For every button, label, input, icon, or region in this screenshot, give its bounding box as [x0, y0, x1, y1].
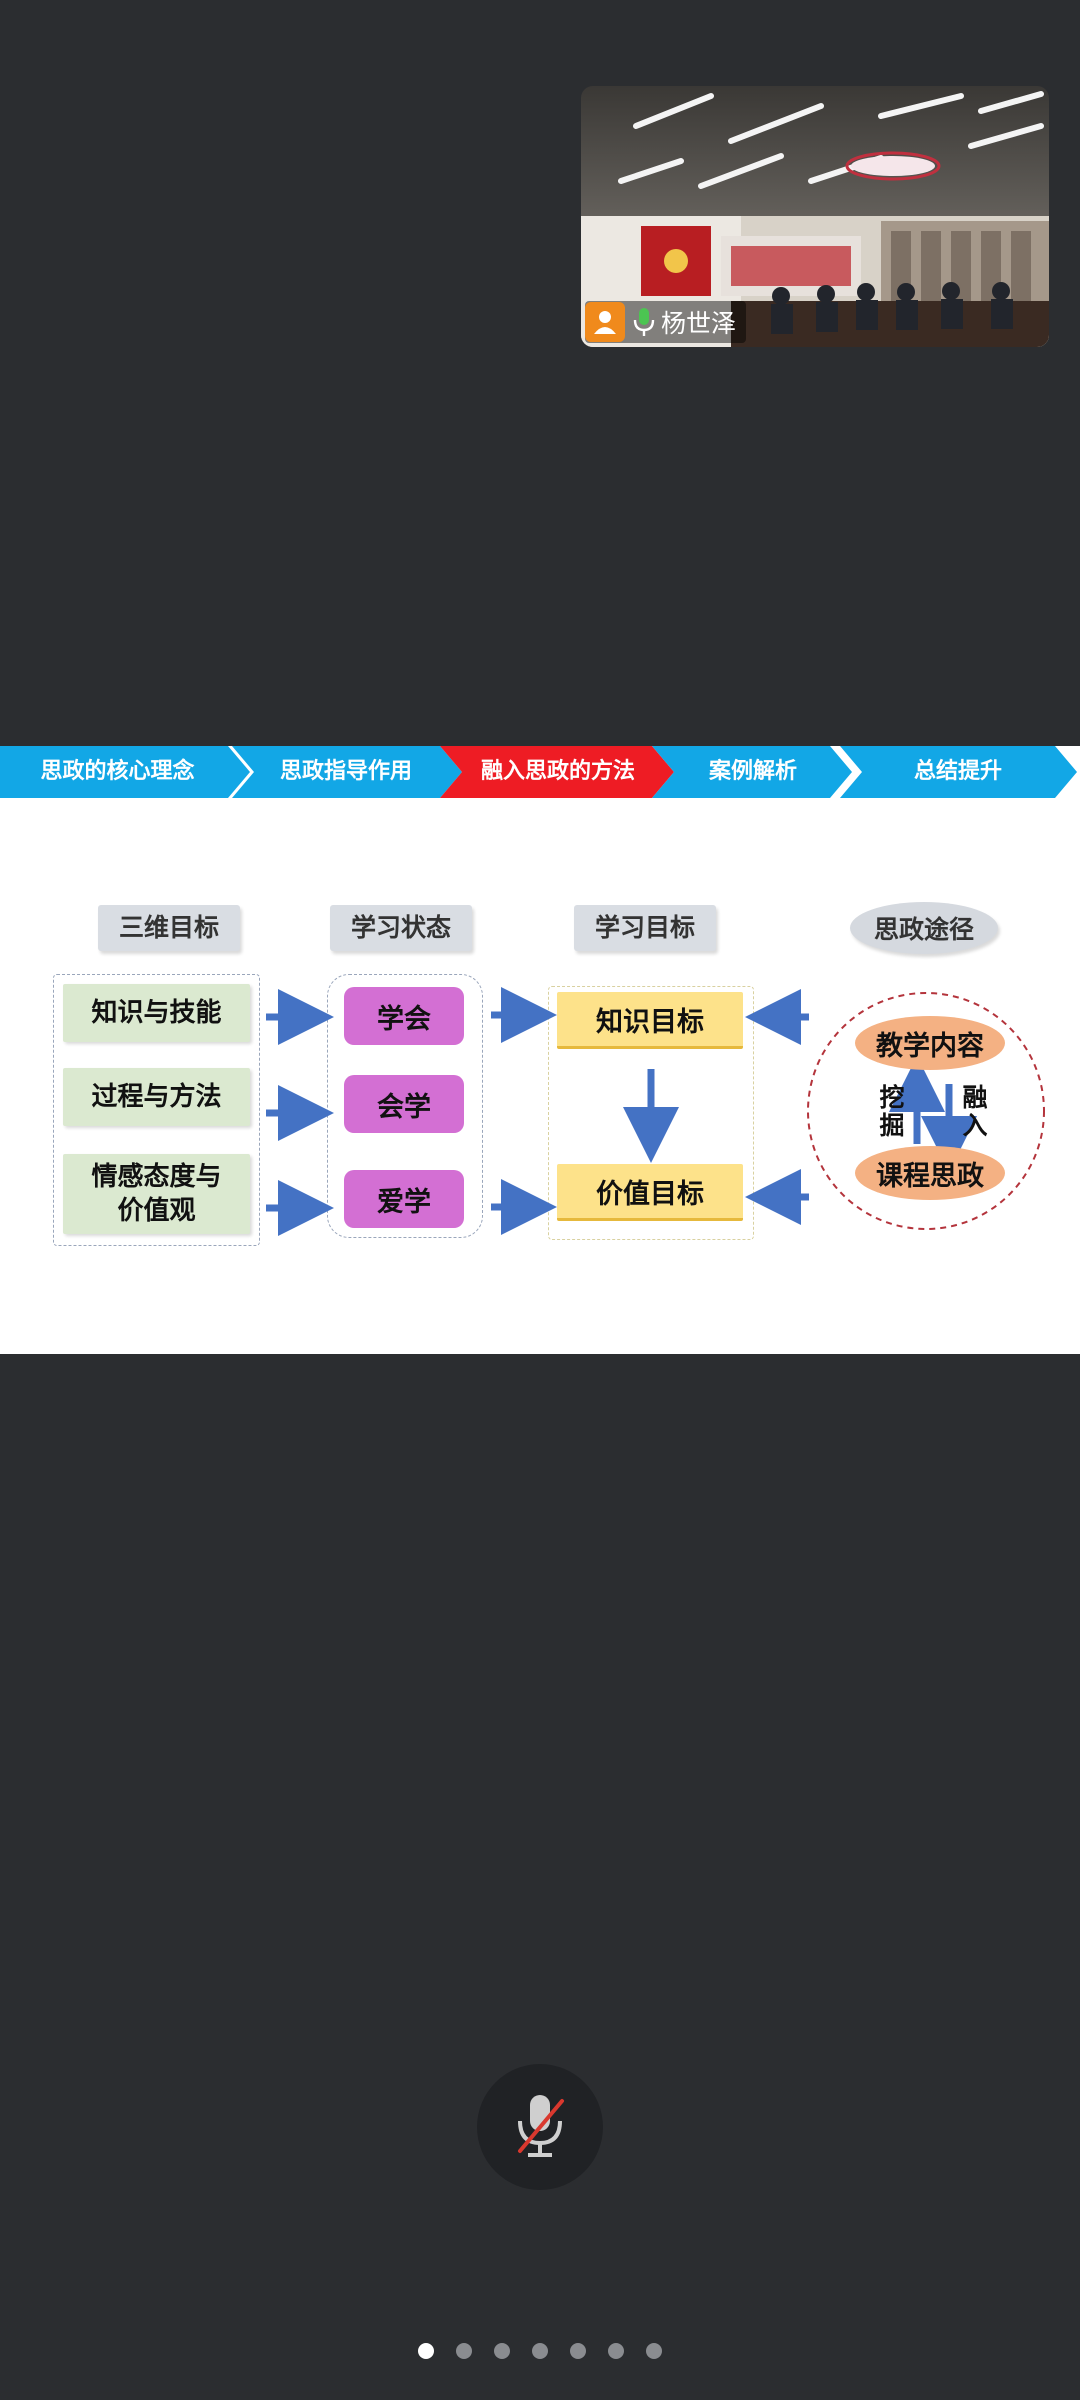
state-able-to-learn: 会学	[344, 1075, 464, 1133]
goal-emotion-values: 情感态度与价值观	[63, 1154, 250, 1234]
header-study-goal: 学习目标	[574, 905, 716, 951]
tab-core-concept: 思政的核心理念	[40, 759, 195, 784]
page-dot-2[interactable]	[456, 2343, 472, 2359]
tab-guiding-role: 思政指导作用	[279, 759, 412, 784]
goal-knowledge-skills: 知识与技能	[63, 984, 250, 1042]
label-integrate: 融入	[962, 1083, 988, 1140]
tab-case-analysis: 案例解析	[708, 759, 797, 784]
page-dot-7[interactable]	[646, 2343, 662, 2359]
tab-arrow-4	[652, 746, 852, 798]
tab-arrow-5	[840, 746, 1077, 798]
page-dot-1[interactable]	[418, 2343, 434, 2359]
participant-name-tag: 杨世泽	[585, 301, 747, 343]
mute-mic-button[interactable]	[477, 2064, 603, 2190]
goal-knowledge: 知识目标	[557, 992, 743, 1049]
path-teaching-content: 教学内容	[855, 1016, 1005, 1070]
participant-name: 杨世泽	[661, 309, 737, 338]
goal-process-method: 过程与方法	[63, 1068, 250, 1126]
three-dim-group	[53, 974, 260, 1246]
participant-video-tile[interactable]: 杨世泽	[581, 86, 1049, 347]
mic-muted-icon	[518, 2095, 564, 2157]
page-dot-3[interactable]	[494, 2343, 510, 2359]
path-course-ideology: 课程思政	[855, 1146, 1005, 1200]
tab-arrow-1	[0, 746, 250, 798]
goal-value: 价值目标	[557, 1164, 743, 1221]
shared-slide: 思政的核心理念 思政指导作用 融入思政的方法 案例解析 总结提升 三维目标 学习…	[0, 746, 1080, 1354]
study-goal-group	[548, 986, 754, 1240]
header-ideological-path: 思政途径	[850, 902, 998, 954]
page-dot-5[interactable]	[570, 2343, 586, 2359]
tab-arrow-3	[440, 746, 674, 798]
header-three-dim-goals: 三维目标	[98, 905, 240, 951]
state-learned: 学会	[344, 987, 464, 1045]
header-study-state: 学习状态	[330, 905, 472, 951]
page-dot-6[interactable]	[608, 2343, 624, 2359]
mic-active-icon	[633, 308, 655, 336]
state-love-learning: 爱学	[344, 1170, 464, 1228]
user-avatar-icon	[585, 302, 625, 342]
tab-integration-method: 融入思政的方法	[480, 759, 635, 784]
conference-room-video	[581, 86, 1049, 347]
tab-arrow-2	[232, 746, 462, 798]
label-dig: 挖掘	[879, 1083, 905, 1140]
tab-summary: 总结提升	[913, 759, 1002, 784]
page-dot-4[interactable]	[532, 2343, 548, 2359]
slide-tab-bar	[0, 746, 1077, 798]
